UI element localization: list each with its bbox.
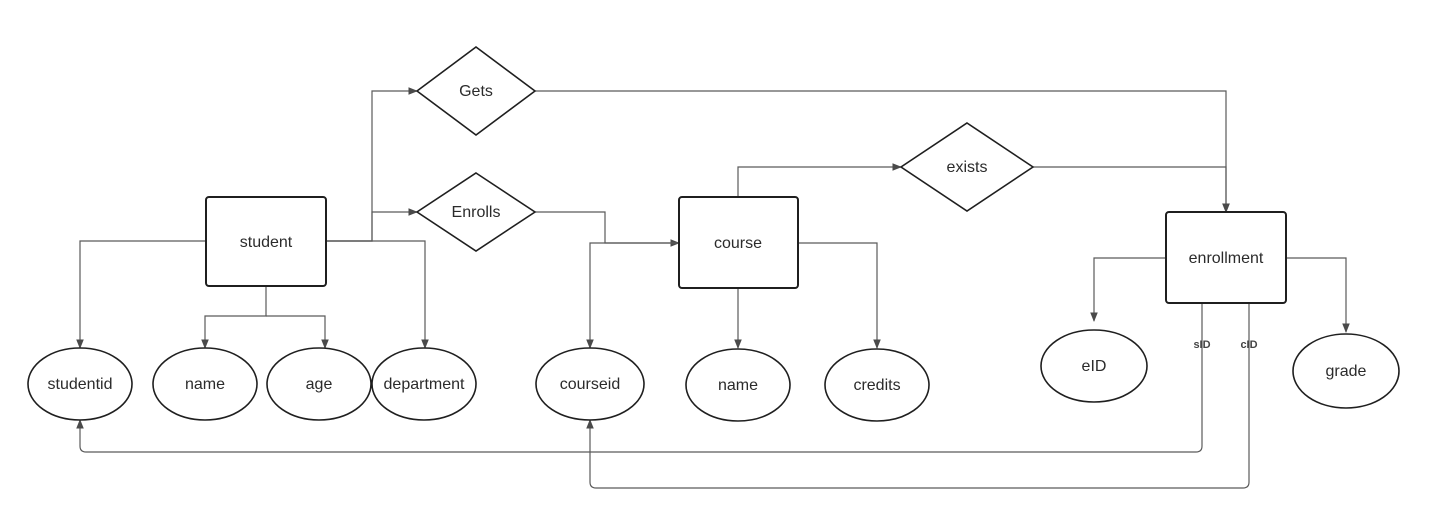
attribute-student-id: studentid — [27, 347, 133, 421]
attribute-student-department-label: department — [384, 376, 465, 393]
attribute-enrollment-eid-label: eID — [1082, 358, 1107, 375]
entity-enrollment-box — [1165, 211, 1287, 304]
connector-enrolls-course — [535, 211, 680, 247]
attribute-enrollment-grade: grade — [1292, 333, 1400, 409]
relationship-exists-label: exists — [947, 159, 988, 176]
attribute-course-id-shape — [535, 347, 645, 421]
attribute-student-age-shape — [266, 347, 372, 421]
attribute-student-id-shape — [27, 347, 133, 421]
entity-student-box — [205, 196, 327, 287]
connector-student-age — [266, 315, 329, 349]
attribute-student-age: age — [266, 347, 372, 421]
attribute-course-name: name — [685, 348, 791, 422]
attribute-student-department-shape — [371, 347, 477, 421]
edge-label-cid: cID — [1240, 339, 1257, 351]
attribute-student-name: name — [152, 347, 258, 421]
attribute-course-name-shape — [685, 348, 791, 422]
relationship-enrolls-shape — [415, 172, 537, 252]
relationship-gets-label: Gets — [459, 83, 493, 100]
entity-course-box — [678, 196, 799, 289]
connector-gets-enrollment — [535, 90, 1230, 213]
attribute-student-name-shape — [152, 347, 258, 421]
connector-course-credits — [798, 242, 881, 349]
connector-exists-enrollment — [1033, 166, 1230, 213]
connector-course-exists — [737, 163, 902, 197]
attribute-course-id-label: courseid — [560, 376, 620, 393]
attribute-student-age-label: age — [306, 376, 333, 393]
attribute-course-credits-label: credits — [853, 377, 900, 394]
connector-student-studentid — [76, 240, 206, 349]
relationship-gets: Gets — [415, 46, 537, 136]
relationship-enrolls: Enrolls — [415, 172, 537, 252]
entity-student: student — [205, 196, 327, 287]
relationship-enrolls-label: Enrolls — [452, 204, 501, 221]
attribute-course-credits-shape — [824, 348, 930, 422]
attribute-course-name-label: name — [718, 377, 758, 394]
attribute-enrollment-grade-shape — [1292, 333, 1400, 409]
entity-course-label: course — [714, 235, 762, 252]
relationship-exists: exists — [899, 122, 1035, 212]
edge-label-sid: sID — [1193, 339, 1210, 351]
connector-enrollment-eid — [1090, 257, 1166, 322]
entity-enrollment-label: enrollment — [1189, 250, 1264, 267]
attribute-course-credits: credits — [824, 348, 930, 422]
attribute-student-department: department — [371, 347, 477, 421]
connector-student-name — [201, 286, 267, 349]
attribute-enrollment-grade-label: grade — [1326, 363, 1367, 380]
connectors — [76, 87, 1350, 489]
connector-course-courseid — [586, 242, 679, 349]
entity-enrollment: enrollment — [1165, 211, 1287, 304]
entity-course: course — [678, 196, 799, 289]
connector-student-enrolls — [327, 208, 418, 242]
attribute-enrollment-eid-shape — [1040, 329, 1148, 403]
relationship-exists-shape — [899, 122, 1035, 212]
connector-enrollment-cid-courseid — [586, 303, 1250, 489]
attribute-course-id: courseid — [535, 347, 645, 421]
attribute-student-id-label: studentid — [48, 376, 113, 393]
relationship-gets-shape — [415, 46, 537, 136]
attribute-student-name-label: name — [185, 376, 225, 393]
connector-student-department — [327, 240, 429, 349]
attribute-enrollment-eid: eID — [1040, 329, 1148, 403]
entity-student-label: student — [240, 234, 293, 251]
connector-enrollment-grade — [1286, 257, 1350, 333]
connector-enrollment-sid-studentid — [76, 303, 1203, 453]
